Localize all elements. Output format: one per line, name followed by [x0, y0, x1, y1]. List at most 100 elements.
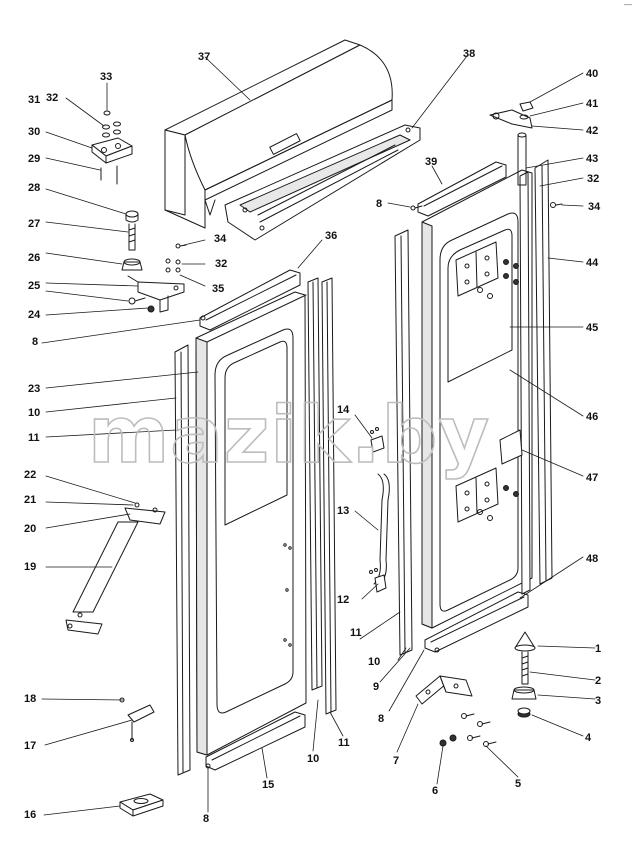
- callout-3: 3: [595, 695, 601, 707]
- callout-48: 48: [586, 553, 598, 565]
- callout-10-right: 10: [368, 656, 380, 668]
- nut-40-part: [519, 101, 534, 112]
- threaded-stem-2-part: [521, 651, 529, 685]
- watermark-text: mazik.by: [88, 391, 490, 481]
- callout-13: 13: [337, 505, 349, 517]
- callout-11-left: 11: [28, 432, 40, 444]
- callout-4: 4: [585, 732, 592, 744]
- callout-labels: 1 2 3 4 5 6 7 8 8 8 8 9 10 10 10 11 11 1…: [24, 48, 601, 825]
- corner-mark: —: [624, 0, 632, 9]
- callout-11-middle: 11: [338, 737, 350, 749]
- callout-34-middle: 34: [214, 233, 227, 245]
- callout-29: 29: [28, 153, 40, 165]
- callout-8-top-right: 8: [376, 198, 382, 210]
- callout-39: 39: [425, 156, 437, 168]
- base-4-part: [517, 707, 531, 718]
- callout-10-middle: 10: [307, 753, 319, 765]
- callout-26: 26: [28, 252, 40, 264]
- callout-42: 42: [586, 125, 598, 137]
- callout-38: 38: [463, 48, 475, 60]
- callout-27: 27: [28, 218, 40, 230]
- upper-hinge-part: [455, 241, 499, 297]
- callout-1: 1: [595, 643, 601, 655]
- callout-30: 30: [28, 126, 40, 138]
- small-bolt-8-part: [200, 205, 440, 769]
- callout-18: 18: [24, 693, 36, 705]
- washer-41-part: [519, 114, 529, 120]
- washers-32-33-part: [102, 110, 121, 138]
- bracket-47-part: [499, 429, 523, 465]
- callout-33: 33: [100, 71, 112, 83]
- hinge-7-part: [415, 675, 473, 705]
- bracket-26-part: [127, 275, 185, 313]
- left-seal-strip-10-part: [174, 344, 191, 776]
- callout-45: 45: [586, 322, 598, 334]
- callout-36: 36: [325, 230, 337, 242]
- right-seal-strip-11-part: [394, 229, 413, 656]
- leader-lines: [41, 55, 596, 816]
- callout-10-left: 10: [28, 407, 40, 419]
- block-16-part: [119, 793, 164, 817]
- callout-28: 28: [28, 182, 40, 194]
- callout-23: 23: [28, 383, 40, 395]
- callout-22: 22: [24, 469, 36, 481]
- cover-box-part: [164, 39, 393, 229]
- nut-24-part: [147, 305, 155, 313]
- callout-47: 47: [586, 472, 598, 484]
- callout-34-right: 34: [588, 201, 601, 213]
- callout-43: 43: [586, 153, 598, 165]
- callout-44: 44: [586, 257, 599, 269]
- lower-hinge-part: [455, 467, 499, 523]
- pivot-pin-43-part: [517, 132, 527, 186]
- callout-15: 15: [262, 779, 274, 791]
- pin-28-part: [128, 223, 136, 251]
- bolt-25-part: [128, 297, 146, 305]
- screw-34-right-part: [550, 202, 563, 208]
- callout-20: 20: [24, 523, 36, 535]
- bolts-5-part: [461, 713, 497, 747]
- right-top-rail-39-part: [417, 161, 507, 217]
- callout-24: 24: [28, 309, 41, 321]
- callout-35: 35: [212, 283, 224, 295]
- callout-2: 2: [595, 675, 601, 687]
- callout-12: 12: [337, 594, 349, 606]
- left-top-rail-36-part: [199, 269, 301, 331]
- callout-8-bottom-right: 8: [378, 713, 384, 725]
- callout-9: 9: [373, 681, 379, 693]
- pivot-cap-1-part: [514, 631, 536, 652]
- middle-seal-strips-11-10-part: [307, 277, 337, 715]
- nut-3-part: [511, 686, 537, 700]
- callout-40: 40: [586, 68, 598, 80]
- callout-32-left: 32: [46, 92, 58, 104]
- callout-7: 7: [393, 755, 399, 767]
- small-bolts-34-32-part: [165, 243, 187, 273]
- knob-29-part: [125, 210, 139, 223]
- callout-25: 25: [28, 280, 40, 292]
- callout-11-right: 11: [350, 627, 362, 639]
- callout-46: 46: [586, 411, 598, 423]
- bolts-30-part: [100, 165, 118, 185]
- callout-31: 31: [28, 94, 40, 106]
- hinge-bolts-part: [477, 259, 519, 521]
- callout-5: 5: [515, 778, 521, 790]
- nut-27-part: [121, 258, 143, 271]
- callout-8-left: 8: [32, 336, 38, 348]
- right-bottom-rail-48-part: [424, 591, 529, 653]
- latch-14-part: [370, 427, 385, 453]
- callout-17: 17: [24, 740, 36, 752]
- nuts-6-part: [439, 734, 457, 747]
- bracket-31-part: [91, 137, 133, 164]
- callout-14: 14: [337, 404, 350, 416]
- strap-19-part: [65, 502, 166, 635]
- pivot-arm-42-part: [489, 109, 533, 129]
- mounting-plate-part: [224, 124, 421, 241]
- callout-21: 21: [24, 494, 36, 506]
- callout-32-middle: 32: [215, 258, 227, 270]
- callout-16: 16: [24, 809, 36, 821]
- callout-37: 37: [198, 51, 210, 63]
- callout-41: 41: [586, 98, 598, 110]
- callout-32-right: 32: [587, 173, 599, 185]
- hinge-17-part: [119, 697, 155, 742]
- latch-12-part: [369, 568, 387, 593]
